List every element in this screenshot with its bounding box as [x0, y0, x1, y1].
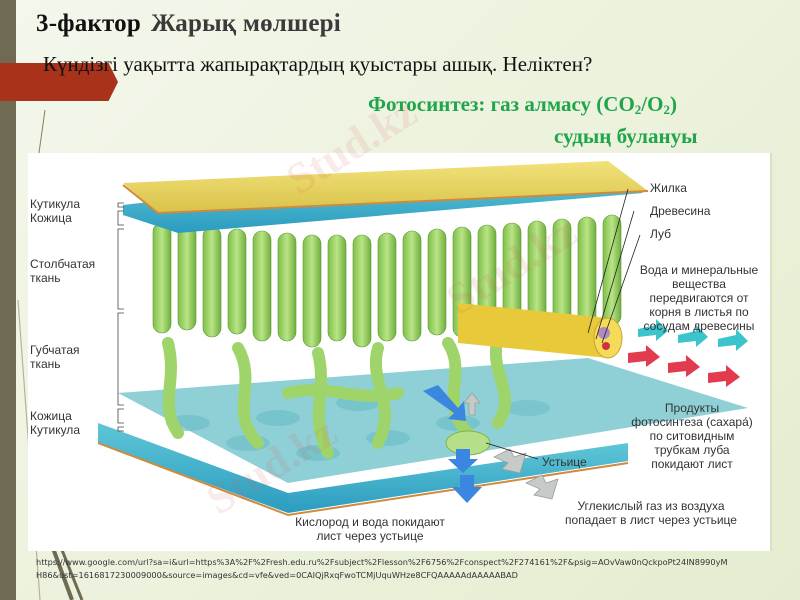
products-line: Продукты: [664, 401, 720, 415]
label-spongy: Губчатая: [30, 343, 80, 357]
label-palisade-2: ткань: [30, 271, 61, 285]
water-line: Вода и минеральные: [639, 263, 759, 277]
gas-exchange-text-mid: /O: [641, 92, 664, 116]
source-url-line1[interactable]: https://www.google.com/url?sa=i&url=http…: [36, 557, 728, 567]
subscript: 2: [634, 102, 642, 117]
image-source-url[interactable]: https://www.google.com/url?sa=i&url=http…: [36, 556, 776, 582]
label-oxygen-water-exit: Кислород и вода покидают лист через усть…: [280, 515, 460, 543]
title-part1: 3-фактор: [36, 10, 141, 37]
co2-line: Углекислый газ из воздуха: [577, 499, 725, 513]
label-water-transport: Вода и минеральные вещества передвигаютс…: [624, 263, 774, 333]
label-vein: Жилка: [650, 181, 687, 195]
label-epidermis-bottom: Кожица: [30, 409, 72, 423]
water-line: передвигаются от: [649, 291, 749, 305]
label-palisade: Столбчатая: [30, 257, 96, 271]
products-line: трубкам луба: [654, 443, 730, 457]
label-co2-entry: Углекислый газ из воздуха попадает в лис…: [536, 499, 766, 527]
left-accent-bar: [0, 0, 16, 600]
title-part2: Жарық мөлшері: [150, 10, 341, 37]
subscript: 2: [663, 102, 670, 117]
water-line: корня в листья по: [649, 305, 749, 319]
leaf-cross-section-figure: Кутикула Кожица Столбчатая ткань Губчата…: [28, 153, 772, 551]
label-stoma: Устьице: [542, 455, 587, 469]
label-spongy-2: ткань: [30, 357, 61, 371]
o2-line: Кислород и вода покидают: [295, 515, 445, 529]
label-epidermis-top: Кожица: [30, 211, 72, 225]
source-url-line2[interactable]: H86&ust=1616817230009000&source=images&c…: [36, 570, 518, 580]
leaf-illustration: [97, 161, 748, 517]
slide-subtitle: Күндізгі уақытта жапырақтардың қуыстары …: [43, 52, 593, 76]
slide-title: 3-фактор Жарық мөлшері: [36, 10, 341, 38]
water-line: вещества: [672, 277, 726, 291]
label-xylem: Древесина: [650, 204, 711, 218]
co2-line: попадает в лист через устьице: [565, 513, 737, 527]
products-line: фотосинтеза (сахара́): [631, 415, 753, 429]
products-line: по ситовидным: [649, 429, 735, 443]
o2-line: лист через устьице: [316, 529, 424, 543]
label-cuticle-top: Кутикула: [30, 197, 80, 211]
red-arrow-banner: [0, 63, 118, 101]
water-line: сосудам древесины: [643, 319, 755, 333]
photosynthesis-gas-exchange: Фотосинтез: газ алмасу (CO2/O2): [368, 92, 677, 118]
gas-exchange-text-end: ): [669, 92, 677, 116]
label-cuticle-bottom: Кутикула: [30, 423, 80, 437]
label-photosynthesis-products: Продукты фотосинтеза (сахара́) по ситови…: [622, 401, 762, 471]
products-line: покидают лист: [651, 457, 733, 471]
water-evaporation: судың булануы: [554, 124, 698, 148]
gas-exchange-text: Фотосинтез: газ алмасу (CO: [368, 92, 635, 116]
label-phloem: Луб: [650, 227, 672, 241]
